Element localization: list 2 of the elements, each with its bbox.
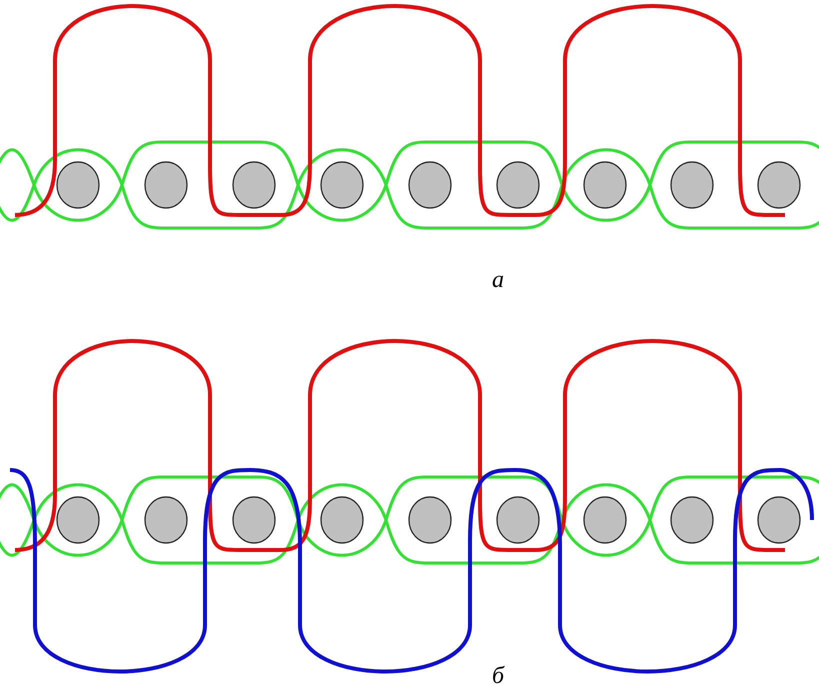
panel-label: б <box>492 664 504 688</box>
panel-label: а <box>492 268 504 292</box>
